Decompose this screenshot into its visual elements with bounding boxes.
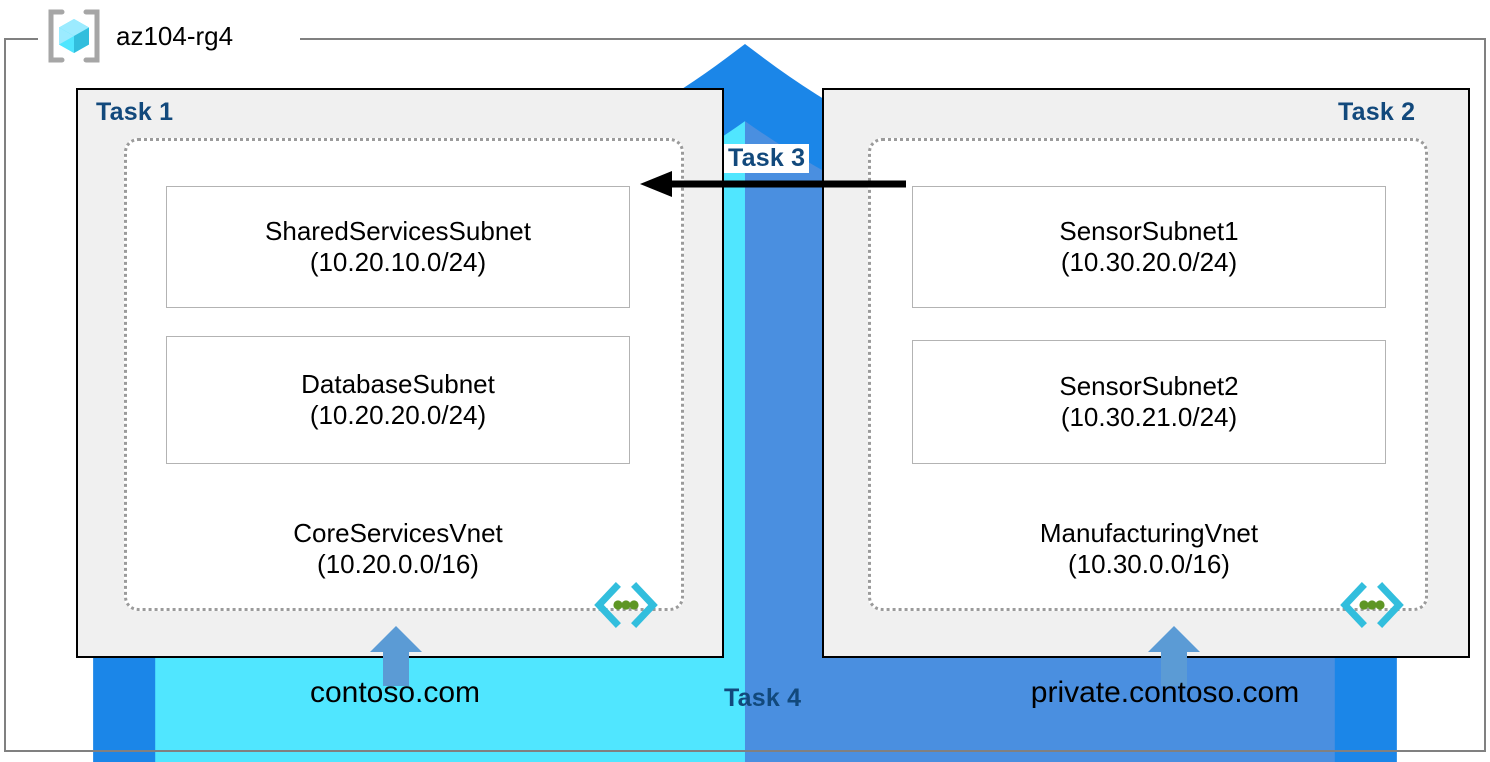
resource-group-border-top-left	[4, 38, 38, 40]
task-1-label: Task 1	[96, 98, 174, 126]
sensor-subnet-2-box: SensorSubnet2 (10.30.21.0/24)	[912, 340, 1386, 464]
shared-services-subnet-box: SharedServicesSubnet (10.20.10.0/24)	[166, 186, 630, 308]
core-services-vnet-label: CoreServicesVnet (10.20.0.0/16)	[166, 518, 630, 579]
resource-group-border-right	[1484, 38, 1486, 752]
resource-group-header: az104-rg4	[44, 8, 233, 64]
azure-resource-group-icon	[44, 8, 104, 64]
dns-link-arrow-icon	[1148, 626, 1200, 686]
dns-zone-label-contoso: contoso.com	[309, 676, 481, 709]
resource-group-border-top-right	[300, 38, 1486, 40]
task-3-label: Task 3	[724, 144, 810, 173]
vnet-cidr: (10.20.0.0/16)	[317, 548, 479, 579]
subnet-cidr: (10.20.20.0/24)	[309, 400, 487, 430]
subnet-cidr: (10.30.20.0/24)	[1060, 247, 1238, 277]
task-2-label: Task 2	[1338, 98, 1416, 126]
dns-zone-label-private-contoso: private.contoso.com	[1030, 676, 1300, 709]
dns-link-arrow-icon	[370, 626, 422, 686]
manufacturing-vnet-label: ManufacturingVnet (10.30.0.0/16)	[912, 518, 1386, 579]
subnet-cidr: (10.20.10.0/24)	[309, 247, 487, 277]
sensor-subnet-1-box: SensorSubnet1 (10.30.20.0/24)	[912, 186, 1386, 308]
database-subnet-box: DatabaseSubnet (10.20.20.0/24)	[166, 336, 630, 464]
subnet-name: SharedServicesSubnet	[265, 216, 531, 247]
task-4-label: Task 4	[724, 684, 802, 712]
resource-group-name: az104-rg4	[116, 21, 234, 51]
vnet-name: ManufacturingVnet	[1039, 518, 1259, 548]
virtual-network-icon	[594, 582, 658, 628]
subnet-name: SensorSubnet1	[1059, 216, 1239, 247]
subnet-cidr: (10.30.21.0/24)	[1060, 402, 1238, 432]
resource-group-border-left	[4, 38, 6, 752]
resource-group-border-bottom	[4, 750, 1486, 752]
vnet-name: CoreServicesVnet	[293, 518, 503, 548]
subnet-name: SensorSubnet2	[1059, 371, 1239, 402]
peering-arrow-icon	[638, 168, 906, 200]
vnet-cidr: (10.30.0.0/16)	[1068, 548, 1230, 579]
virtual-network-icon	[1340, 582, 1404, 628]
subnet-name: DatabaseSubnet	[301, 369, 495, 400]
